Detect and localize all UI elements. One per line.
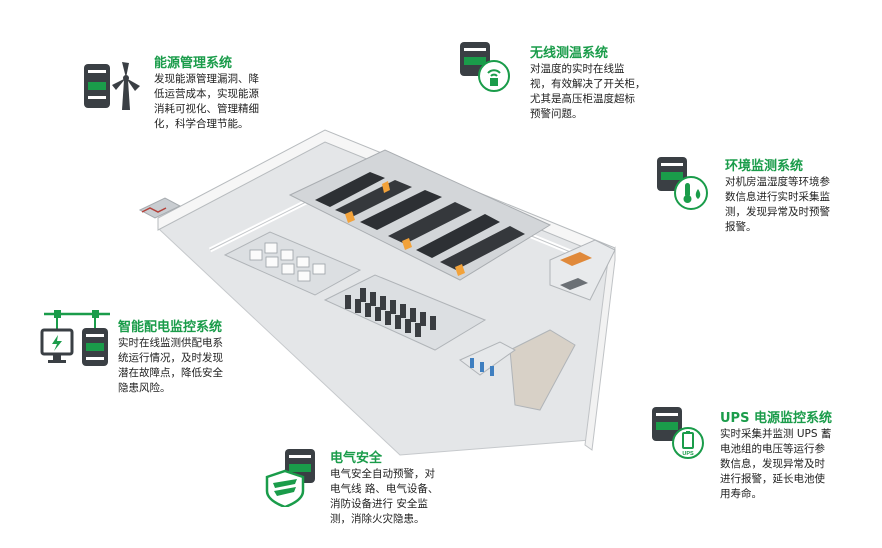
feature-title: 智能配电监控系统 — [118, 320, 223, 335]
feature-description: 实时采集并监测 UPS 蓄 电池组的电压等运行参 数信息，发现异常及时 进行报警… — [720, 428, 832, 500]
feature-description: 发现能源管理漏洞、降 低运营成本，实现能源 消耗可视化、管理精细 化，科学合理节… — [154, 73, 259, 130]
server-wireless-sensor-icon — [460, 42, 510, 92]
feature-environment: 环境监测系统 对机房温湿度等环境参 数信息进行实时采集监 测，发现异常及时预警 … — [655, 155, 875, 245]
feature-title: 无线测温系统 — [530, 46, 609, 61]
feature-description: 电气安全自动预警，对 电气线 路、电气设备、 消防设备进行 安全监 测，消除火灾… — [330, 468, 439, 525]
feature-title: 电气安全 — [330, 451, 383, 466]
office-desks — [560, 252, 592, 290]
datacenter-floorplan — [138, 129, 616, 456]
server-ups-icon: UPS — [652, 407, 704, 459]
ups-cabinets — [249, 242, 326, 282]
feature-description: 对温度的实时在线监 视，有效解决了开关柜， 尤其是高压柜温度超标 预警问题。 — [530, 63, 646, 120]
monitor-power-icon — [40, 310, 110, 366]
ups-room-floor — [223, 231, 362, 296]
ups-badge-label: UPS — [682, 451, 694, 457]
distribution-cabinets — [345, 288, 436, 337]
feature-electrical-safety: 电气安全 电气安全自动预警，对 电气线 路、电气设备、 消防设备进行 安全监 测… — [265, 445, 485, 545]
feature-title: 能源管理系统 — [154, 56, 233, 71]
corridor — [509, 329, 576, 411]
server-shield-icon — [265, 449, 315, 507]
feature-description: 实时在线监测供配电系 统运行情况，及时发现 潜在故障点，降低安全 隐患风险。 — [118, 337, 223, 394]
entrance-stairs — [138, 197, 182, 219]
feature-title: UPS 电源监控系统 — [720, 411, 832, 426]
feature-wireless-temp: 无线测温系统 对温度的实时在线监 视，有效解决了开关柜， 尤其是高压柜温度超标 … — [458, 40, 668, 130]
feature-title: 环境监测系统 — [725, 159, 804, 174]
feature-description: 对机房温湿度等环境参 数信息进行实时采集监 测，发现异常及时预警 报警。 — [725, 176, 830, 233]
feature-energy: 能源管理系统 发现能源管理漏洞、降 低运营成本，实现能源 消耗可视化、管理精细 … — [82, 50, 312, 140]
server-wind-turbine-icon — [84, 62, 140, 110]
feature-power-distribution: 智能配电监控系统 实时在线监测供配电系 统运行情况，及时发现 潜在故障点，降低安… — [40, 308, 270, 403]
server-rack-rows — [315, 172, 525, 276]
feature-ups: UPS UPS 电源监控系统 实时采集并监测 UPS 蓄 电池组的电压等运行参 … — [650, 405, 880, 520]
server-thermometer-icon — [657, 157, 708, 210]
storage-racks — [470, 358, 494, 376]
